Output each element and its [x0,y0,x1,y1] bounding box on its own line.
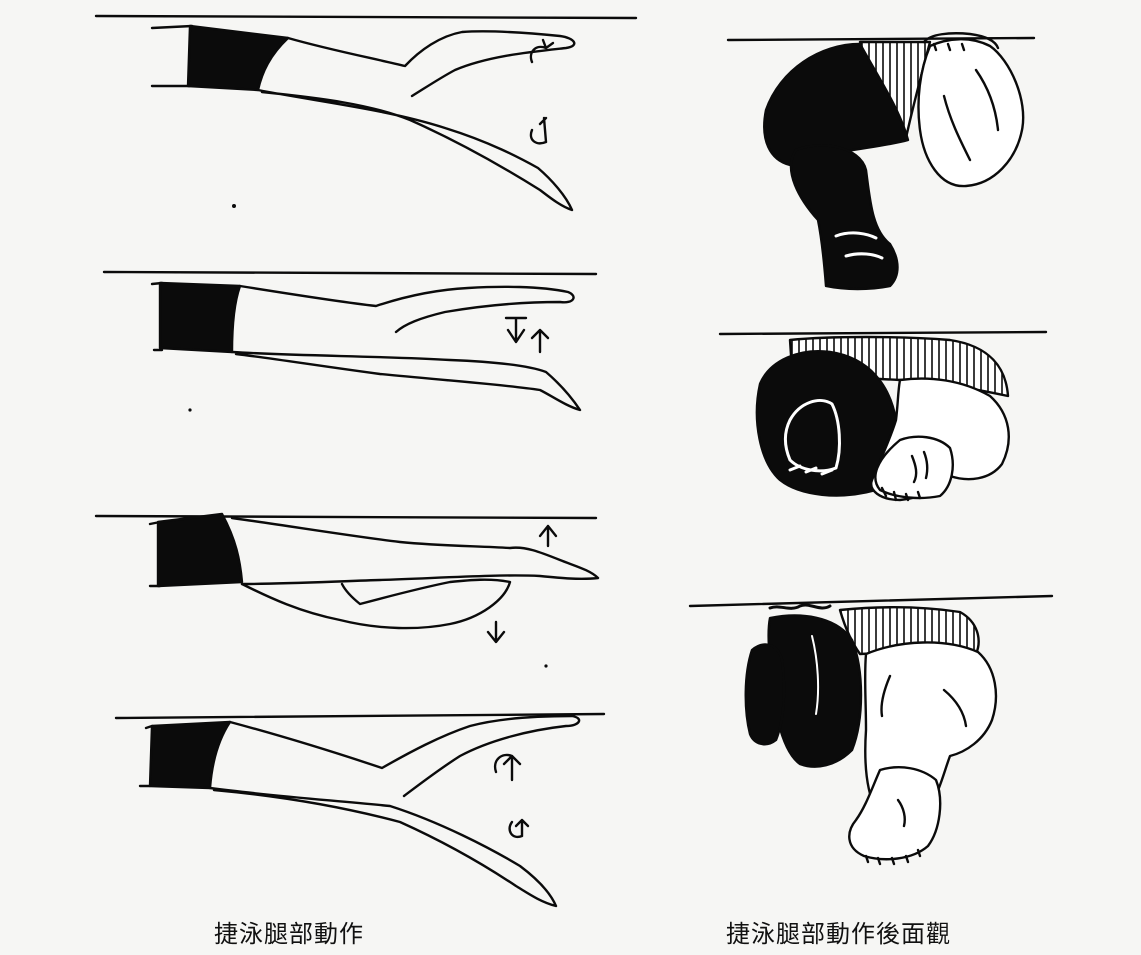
kick-direction-arrow [532,330,548,352]
torso-outline [152,283,162,284]
kick-direction-arrow [540,526,556,546]
swim-trunks [150,722,230,788]
side-view-caption: 捷泳腿部動作 [214,914,364,949]
upper-leg [288,31,574,96]
kick-direction-arrow [488,622,504,642]
rear-view-caption: 捷泳腿部動作後面觀 [726,914,951,949]
kick-rotation-arrow [510,820,528,837]
dark-foot [791,145,898,289]
dark-leg-shadow [746,645,784,745]
kick-direction-arrow [506,318,526,342]
water-surface-line [96,516,596,518]
swim-trunks [158,514,242,586]
torso-outline [152,26,192,28]
upper-leg [230,716,579,796]
lower-leg [258,90,572,210]
surface-bubbles [770,605,830,608]
side-view-frame-1 [96,16,636,210]
swim-trunks [160,283,240,352]
foot-sole [849,767,940,859]
upper-leg [232,518,598,584]
lower-leg [210,788,556,906]
swim-trunks [188,26,288,90]
kick-rotation-arrow [531,118,546,143]
kick-rotation-arrow [495,755,520,780]
lower-leg [232,352,580,410]
water-surface-line [690,596,1052,606]
rear-view-frame-1 [728,33,1034,289]
light-leg [918,39,1023,186]
rear-view-frame-2 [720,332,1046,500]
side-view-frame-2 [104,272,596,410]
upper-leg [240,286,574,332]
lower-leg [242,580,510,628]
water-surface-line [104,272,596,274]
rear-view-frame-3 [690,596,1052,864]
water-surface-line [720,332,1046,334]
side-view-frame-4 [116,714,604,906]
water-surface-line [96,16,636,18]
side-view-frame-3 [96,514,598,642]
